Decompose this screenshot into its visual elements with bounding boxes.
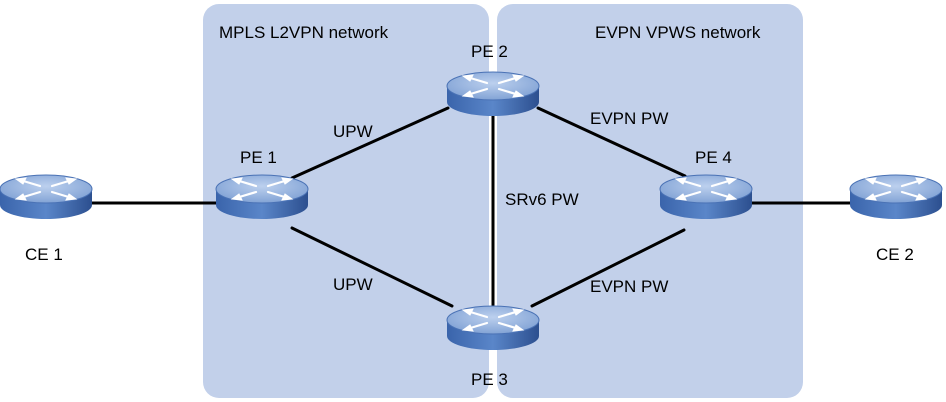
mpls-l2vpn-region xyxy=(203,4,489,398)
pe1-router-icon xyxy=(214,173,310,221)
link-label-pe1-pe2: UPW xyxy=(333,122,373,141)
link-pe1-pe3 xyxy=(290,226,454,308)
link-pe1-pe2 xyxy=(290,106,450,180)
pe2-label: PE 2 xyxy=(471,42,508,61)
link-pe2-pe4 xyxy=(536,106,687,178)
link-label-pe2-pe4: EVPN PW xyxy=(590,109,668,128)
pe3-router-icon xyxy=(445,304,541,352)
evpn-region-label: EVPN VPWS network xyxy=(595,23,761,42)
ce1-router-icon xyxy=(0,173,94,221)
link-pe3-pe4 xyxy=(530,228,686,308)
pe4-label: PE 4 xyxy=(695,148,732,167)
ce2-router-icon xyxy=(848,173,944,221)
link-label-pe1-pe3: UPW xyxy=(333,275,373,294)
pe1-label: PE 1 xyxy=(240,148,277,167)
ce2-label: CE 2 xyxy=(876,245,914,264)
ce1-label: CE 1 xyxy=(25,245,63,264)
pe4-router-icon xyxy=(658,173,754,221)
link-label-pe3-pe4: EVPN PW xyxy=(590,277,668,296)
pe3-label: PE 3 xyxy=(471,370,508,389)
mpls-region-label: MPLS L2VPN network xyxy=(219,23,389,42)
pe2-router-icon xyxy=(445,70,541,118)
link-label-pe2-pe3: SRv6 PW xyxy=(505,190,579,209)
evpn-vpws-region xyxy=(497,4,803,398)
